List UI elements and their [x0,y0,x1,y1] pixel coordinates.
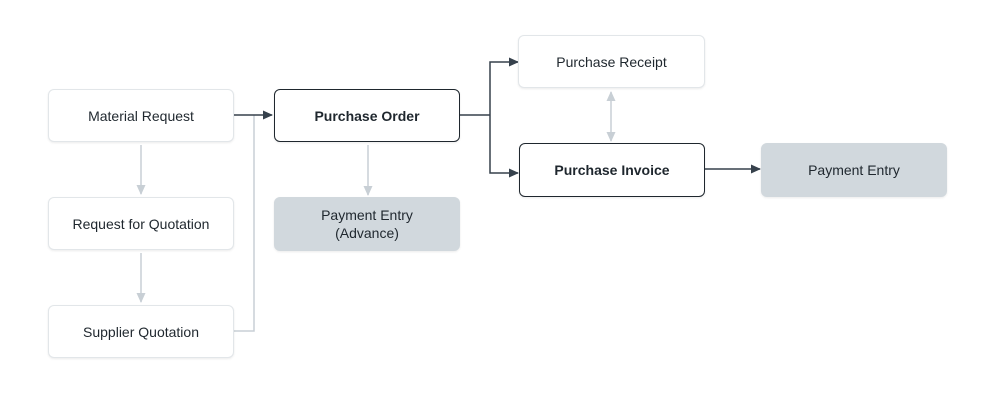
node-purchase-invoice[interactable]: Purchase Invoice [519,143,705,197]
node-label-line1: Payment Entry [321,207,413,223]
node-label: Supplier Quotation [83,323,199,340]
node-label: Purchase Receipt [556,53,667,70]
node-label: Request for Quotation [72,215,210,232]
node-label: Payment Entry [808,162,900,178]
node-purchase-order[interactable]: Purchase Order [274,89,460,142]
node-material-request[interactable]: Material Request [48,89,234,142]
node-payment-entry[interactable]: Payment Entry [761,143,947,197]
connector-sq-to-po [234,115,255,332]
node-label-line2: (Advance) [335,225,399,241]
node-label: Purchase Invoice [554,162,670,178]
node-request-for-quotation[interactable]: Request for Quotation [48,197,234,250]
node-supplier-quotation[interactable]: Supplier Quotation [48,305,234,358]
connector-po-to-invoice [489,115,519,178]
node-payment-entry-advance[interactable]: Payment Entry (Advance) [274,197,460,251]
node-label: Purchase Order [314,107,420,124]
connector-po-to-receipt [489,57,519,115]
node-purchase-receipt[interactable]: Purchase Receipt [518,35,705,88]
node-label: Material Request [88,107,194,124]
